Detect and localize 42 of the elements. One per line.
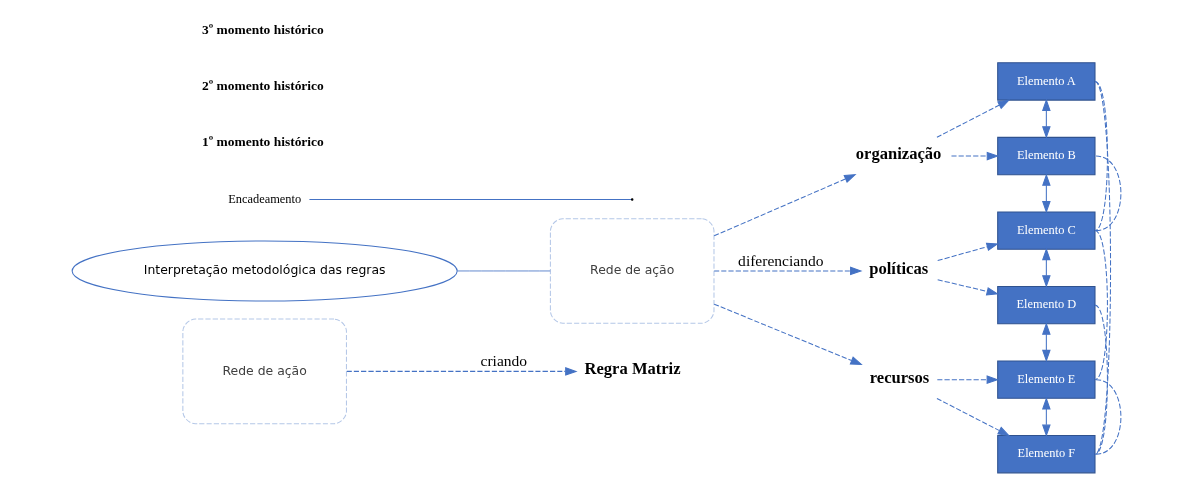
- node-ellipse: Interpretação metodológica das regras: [71, 239, 458, 301]
- node-text: Encadeamento: [227, 191, 301, 206]
- node-text: políticas: [868, 258, 928, 278]
- edge-label: diferenciando: [737, 251, 823, 269]
- node-box: Elemento F: [996, 434, 1096, 473]
- label: 2º momento histórico: [201, 77, 324, 93]
- connector: [1094, 80, 1111, 455]
- arrow: [1041, 172, 1051, 213]
- arrow: [1041, 247, 1051, 288]
- arrow: [935, 99, 1010, 138]
- connector: [1094, 229, 1108, 380]
- connector: [1095, 378, 1121, 455]
- connector: [1094, 80, 1108, 231]
- connector: [308, 198, 631, 200]
- arrow: [935, 397, 1010, 436]
- node-text: organização: [855, 143, 941, 163]
- arrow: [345, 366, 578, 376]
- connector: [1095, 155, 1121, 231]
- node-box: Elemento E: [996, 360, 1096, 399]
- label: 3º momento histórico: [201, 21, 324, 37]
- connector: [1094, 304, 1108, 455]
- arrow: [1041, 321, 1051, 362]
- node-box: Elemento D: [996, 285, 1096, 324]
- node-text: Regra Matriz: [584, 358, 681, 378]
- node-box: Elemento A: [996, 61, 1096, 101]
- edge-label: criando: [480, 351, 527, 369]
- node-text: recursos: [869, 367, 929, 387]
- arrow: [936, 242, 999, 261]
- label: 1º momento histórico: [201, 133, 324, 149]
- arrow: [1041, 98, 1051, 139]
- connector: [456, 270, 551, 271]
- arrow: [936, 278, 999, 296]
- arrow: [936, 374, 999, 384]
- node-box: Rede de ação: [181, 318, 347, 424]
- node-box: Elemento B: [996, 136, 1096, 175]
- arrow: [713, 173, 857, 236]
- arrow: [713, 266, 862, 275]
- arrow: [950, 151, 999, 160]
- node-box: Elemento C: [996, 210, 1096, 250]
- arrow: [713, 303, 863, 365]
- arrow: [1041, 396, 1051, 437]
- node-box: Rede de ação: [549, 217, 714, 324]
